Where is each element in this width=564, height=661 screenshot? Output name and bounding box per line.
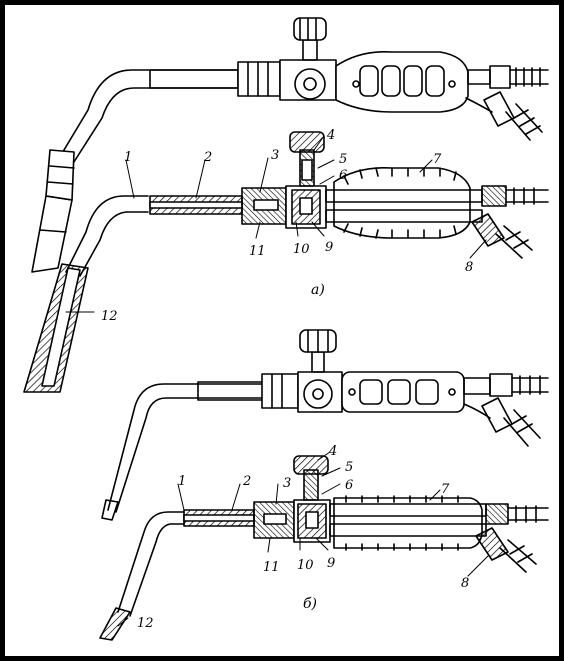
torch-a-valve-knob bbox=[293, 17, 327, 41]
torch-b-oxygen-nipple bbox=[489, 373, 513, 397]
callout-a-6: 6 bbox=[339, 168, 348, 183]
callout-a-12: 12 bbox=[101, 309, 118, 324]
torch-a-sec-oxygen-tube bbox=[325, 189, 483, 203]
callout-b-9: 9 bbox=[327, 556, 336, 571]
callout-b-7: 7 bbox=[441, 482, 450, 497]
callout-a-2: 2 bbox=[204, 150, 213, 165]
torch-a-leaders bbox=[65, 135, 487, 313]
callout-a-5: 5 bbox=[339, 152, 348, 167]
torch-a-exterior bbox=[31, 17, 549, 273]
callout-b-4: 4 bbox=[329, 444, 338, 459]
callout-b-1: 1 bbox=[178, 474, 187, 489]
torch-a-handle bbox=[335, 50, 469, 113]
torch-b-leaders bbox=[117, 451, 489, 627]
caption-b: б) bbox=[303, 596, 318, 612]
callout-b-11: 11 bbox=[263, 560, 280, 575]
torch-a-valve-boss bbox=[294, 68, 326, 100]
torch-b-sec-fuel-nipple bbox=[475, 527, 509, 561]
callout-b-5: 5 bbox=[345, 460, 354, 475]
torch-a-sec-fuel-tube bbox=[325, 209, 483, 223]
callout-b-8: 8 bbox=[461, 576, 470, 591]
callout-a-1: 1 bbox=[124, 150, 133, 165]
callout-a-11: 11 bbox=[249, 244, 266, 259]
torch-a-tube bbox=[57, 69, 239, 161]
torch-a-sleeve bbox=[149, 69, 239, 89]
torch-a-sec-handle bbox=[333, 166, 471, 239]
torch-b-sec-tip bbox=[99, 607, 131, 641]
torch-a-valve-body bbox=[279, 59, 337, 101]
torch-b-section bbox=[99, 455, 549, 641]
torch-a-sec-fuel-nipple bbox=[471, 213, 505, 247]
torch-a-sec-knob bbox=[289, 131, 325, 153]
torch-a-section bbox=[23, 131, 549, 393]
torch-a-tip-coupling bbox=[45, 149, 75, 201]
torch-b-tip bbox=[101, 499, 119, 521]
caption-a: а) bbox=[311, 282, 325, 298]
callout-b-12: 12 bbox=[137, 616, 154, 631]
torch-b-sec-oxygen-tube bbox=[329, 503, 487, 517]
torch-b-union-nut bbox=[261, 373, 299, 409]
torch-drawings bbox=[23, 17, 549, 641]
torch-a-sec-tube bbox=[65, 195, 149, 273]
callout-b-10: 10 bbox=[297, 558, 314, 573]
callout-a-10: 10 bbox=[293, 242, 310, 257]
torch-a-tip bbox=[31, 195, 73, 273]
callout-b-2: 2 bbox=[243, 474, 252, 489]
torch-b-tube bbox=[107, 383, 265, 511]
torch-b-sec-handle bbox=[333, 497, 483, 549]
callout-a-3: 3 bbox=[271, 148, 280, 163]
torch-b-sec-fuel-tube bbox=[329, 523, 487, 537]
torch-b-exterior bbox=[101, 329, 549, 521]
torch-a-fuel-nipple bbox=[483, 91, 515, 127]
torch-b-sec-tube bbox=[117, 511, 185, 613]
callout-a-4: 4 bbox=[327, 128, 336, 143]
callout-b-6: 6 bbox=[345, 478, 354, 493]
torch-b-fuel-nipple bbox=[481, 397, 513, 433]
torch-a-union-nut bbox=[237, 61, 281, 97]
torch-a-oxygen-nipple bbox=[489, 65, 511, 89]
callout-a-9: 9 bbox=[325, 240, 334, 255]
callout-b-3: 3 bbox=[283, 476, 292, 491]
callout-a-8: 8 bbox=[465, 260, 474, 275]
callout-a-7: 7 bbox=[433, 152, 442, 167]
torch-b-sec-knob bbox=[293, 455, 329, 475]
